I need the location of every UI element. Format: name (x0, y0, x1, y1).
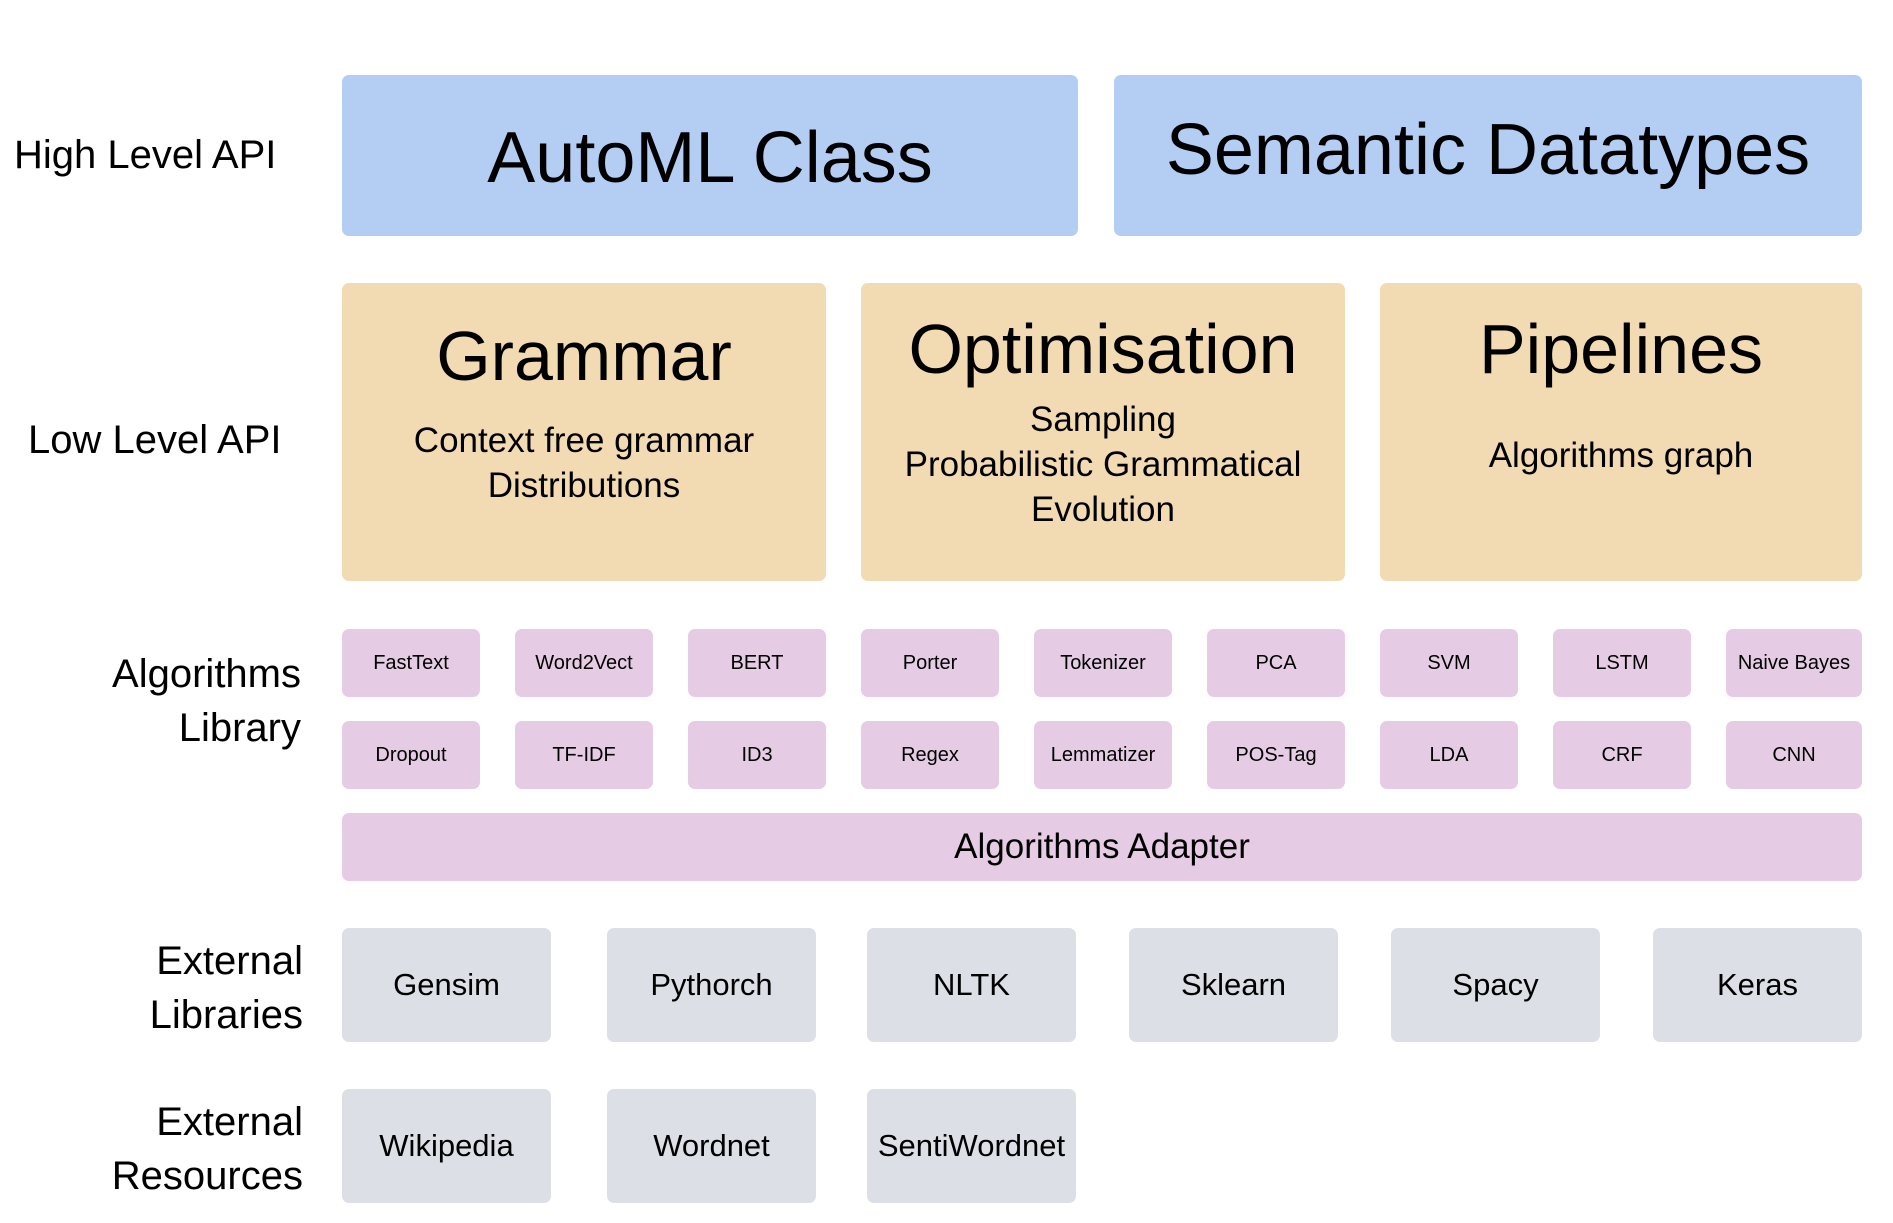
optimisation-box: Optimisation Sampling Probabilistic Gram… (861, 283, 1345, 581)
resource-sentiwordnet: SentiWordnet (867, 1089, 1076, 1203)
optimisation-title: Optimisation (908, 310, 1298, 388)
optimisation-description-line: Evolution (1031, 490, 1175, 529)
algorithm-dropout: Dropout (342, 721, 480, 789)
algorithm-word2vect: Word2Vect (515, 629, 653, 697)
semantic-datatypes-box: Semantic Datatypes (1114, 75, 1862, 236)
automl-class-box: AutoML Class (342, 75, 1078, 236)
row-label-line: Libraries (149, 993, 303, 1037)
algorithm-fasttext: FastText (342, 629, 480, 697)
algorithm-regex: Regex (861, 721, 999, 789)
automl-class-label: AutoML Class (487, 117, 933, 198)
algorithms-adapter-bar: Algorithms Adapter (342, 813, 1862, 881)
row-label-external-libraries: External Libraries (150, 934, 303, 1042)
algorithm-cnn: CNN (1726, 721, 1862, 789)
algorithm-pos-tag: POS-Tag (1207, 721, 1345, 789)
pipelines-description-line: Algorithms graph (1488, 436, 1754, 475)
algorithm-tokenizer: Tokenizer (1034, 629, 1172, 697)
row-label-algorithms-library: Algorithms Library (112, 647, 301, 755)
row-label-high-level: High Level API (14, 133, 277, 177)
pipelines-title: Pipelines (1478, 310, 1764, 388)
library-gensim: Gensim (342, 928, 551, 1042)
row-label-external-resources: External Resources (112, 1095, 303, 1203)
row-label-line: Resources (111, 1154, 303, 1198)
algorithm-id3: ID3 (688, 721, 826, 789)
algorithm-lstm: LSTM (1553, 629, 1691, 697)
grammar-description-line: Distributions (487, 466, 681, 505)
algorithm-crf: CRF (1553, 721, 1691, 789)
algorithm-lda: LDA (1380, 721, 1518, 789)
library-sklearn: Sklearn (1129, 928, 1338, 1042)
semantic-datatypes-label: Semantic Datatypes (1165, 109, 1811, 190)
pipelines-box: Pipelines Algorithms graph (1380, 283, 1862, 581)
algorithm-tf-idf: TF-IDF (515, 721, 653, 789)
grammar-description-line: Context free grammar (413, 421, 755, 460)
row-label-line: Algorithms (112, 652, 301, 696)
algorithms-adapter-label: Algorithms Adapter (954, 827, 1250, 866)
algorithm-naive-bayes: Naive Bayes (1726, 629, 1862, 697)
library-spacy: Spacy (1391, 928, 1600, 1042)
library-pythorch: Pythorch (607, 928, 816, 1042)
algorithm-svm: SVM (1380, 629, 1518, 697)
algorithm-lemmatizer: Lemmatizer (1034, 721, 1172, 789)
resource-wordnet: Wordnet (607, 1089, 816, 1203)
optimisation-description-line: Sampling (1030, 400, 1176, 439)
algorithm-pca: PCA (1207, 629, 1345, 697)
row-label-low-level: Low Level API (28, 418, 282, 462)
library-keras: Keras (1653, 928, 1862, 1042)
row-label-line: External (156, 939, 303, 983)
algorithm-porter: Porter (861, 629, 999, 697)
algorithm-bert: BERT (688, 629, 826, 697)
grammar-title: Grammar (436, 317, 732, 395)
row-label-line: Library (178, 706, 301, 750)
row-label-line: External (156, 1100, 303, 1144)
optimisation-description-line: Probabilistic Grammatical (904, 445, 1302, 484)
library-nltk: NLTK (867, 928, 1076, 1042)
grammar-box: Grammar Context free grammar Distributio… (342, 283, 826, 581)
resource-wikipedia: Wikipedia (342, 1089, 551, 1203)
